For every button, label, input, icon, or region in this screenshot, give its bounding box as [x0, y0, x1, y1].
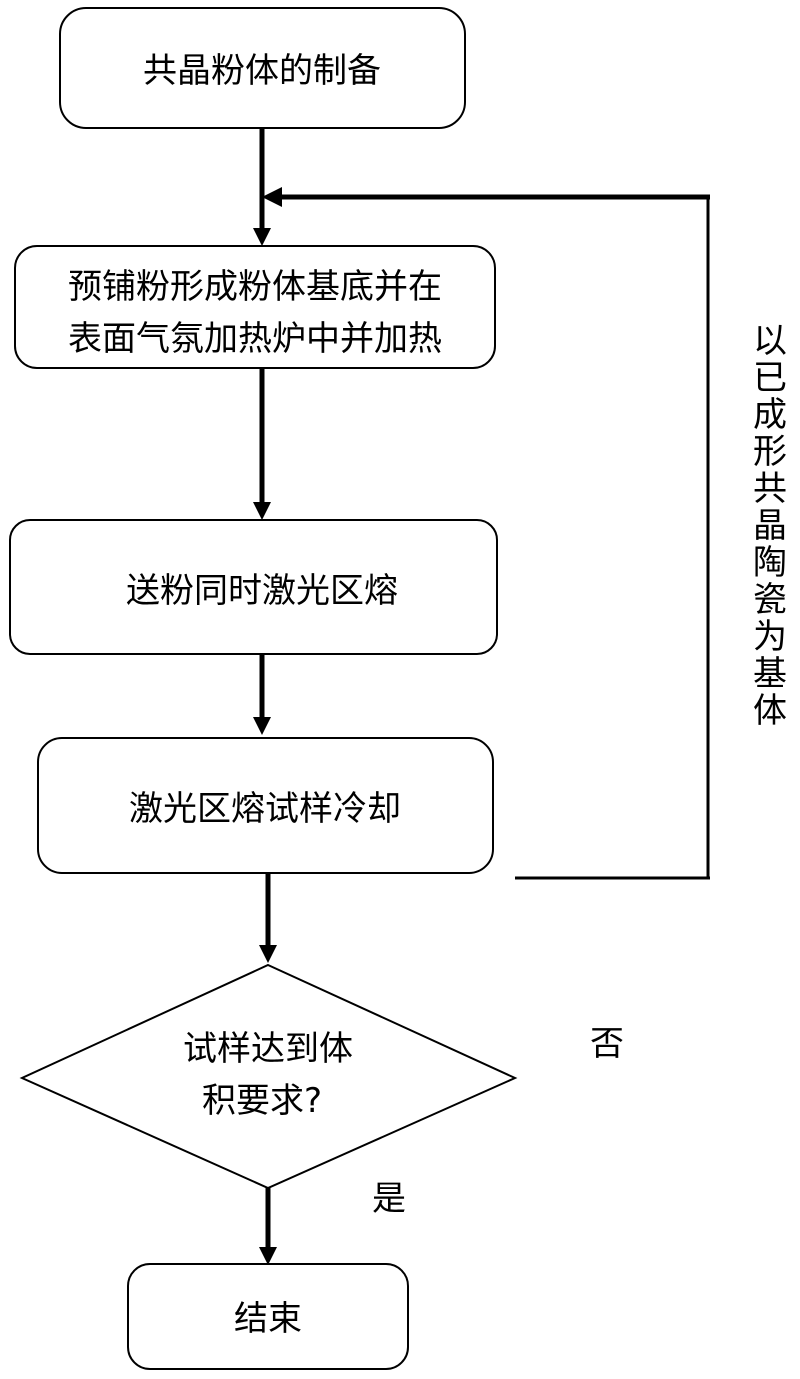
feedback-arrowhead [262, 187, 282, 207]
step-end: 结束 [127, 1263, 409, 1370]
loop-label-char: 陶 [753, 543, 787, 583]
loop-label-char: 已 [753, 358, 787, 398]
step-pre-lay-powder-box [14, 245, 496, 369]
loop-label-char: 为 [753, 617, 787, 657]
decision-volume-check: 试样达到体 积要求? [19, 963, 518, 1190]
step-powder-preparation-label: 共晶粉体的制备 [143, 51, 381, 91]
arrow-2-to-3 [253, 368, 271, 520]
step-end-label: 结束 [234, 1299, 302, 1339]
step-pre-lay-powder-line2: 表面气氛加热炉中并加热 [68, 319, 442, 359]
step-cooling-label: 激光区熔试样冷却 [129, 789, 401, 829]
step-feed-powder-laser-label: 送粉同时激光区熔 [126, 571, 398, 611]
loop-label-char: 晶 [753, 506, 787, 546]
loop-label-char: 共 [753, 469, 787, 509]
feedback-loop-line [262, 187, 710, 880]
step-feed-powder-laser-box [9, 519, 498, 655]
loop-label-char: 基 [753, 654, 787, 694]
step-pre-lay-powder: 预铺粉形成粉体基底并在 表面气氛加热炉中并加热 [14, 245, 496, 369]
arrow-1-to-2 [253, 128, 271, 246]
loop-label-char: 以 [753, 321, 787, 361]
step-end-box [127, 1263, 409, 1370]
decision-line2: 积要求? [202, 1081, 322, 1121]
no-label: 否 [590, 1024, 624, 1064]
step-pre-lay-powder-line1: 预铺粉形成粉体基底并在 [68, 267, 442, 307]
loop-label-char: 瓷 [753, 580, 787, 620]
step-feed-powder-laser: 送粉同时激光区熔 [9, 519, 498, 655]
arrow-4-to-decision [259, 873, 277, 963]
yes-label: 是 [372, 1179, 406, 1219]
arrow-3-to-4 [253, 654, 271, 735]
arrow-decision-to-end [259, 1188, 277, 1265]
loop-label-char: 成 [753, 395, 787, 435]
step-powder-preparation: 共晶粉体的制备 [59, 7, 466, 129]
loop-label-char: 体 [753, 691, 787, 731]
decision-diamond [19, 963, 518, 1190]
decision-line1: 试样达到体 [183, 1029, 353, 1069]
step-cooling: 激光区熔试样冷却 [37, 737, 494, 874]
loop-label-char: 形 [753, 432, 787, 472]
loop-label: 以 已 成 形 共 晶 陶 瓷 为 基 体 [753, 321, 787, 731]
